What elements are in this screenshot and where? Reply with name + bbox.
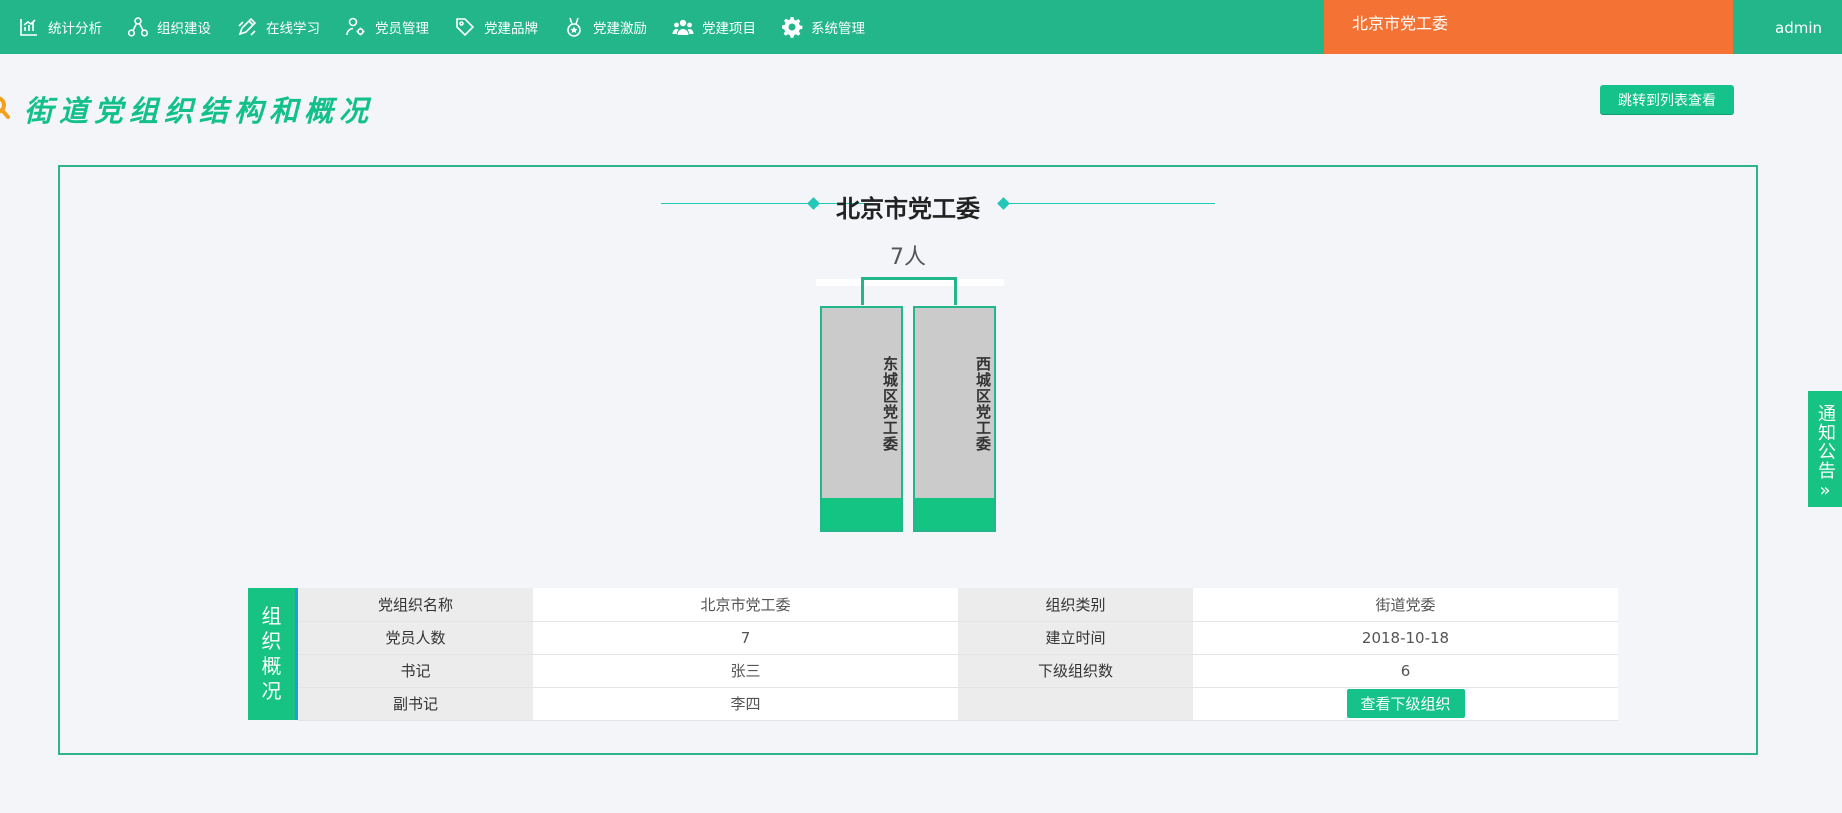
- double-chevron-right-icon: »: [1819, 480, 1831, 501]
- table-label: 建立时间: [958, 621, 1193, 655]
- table-value: 北京市党工委: [533, 588, 958, 622]
- user-name[interactable]: admin: [1775, 19, 1822, 37]
- root-org-name: 北京市党工委: [836, 195, 980, 223]
- pencil-icon: [238, 17, 257, 36]
- table-value: 街道党委: [1193, 588, 1618, 622]
- org-overview-section: 组织概况 党组织名称 北京市党工委 组织类别 街道党委 党员人数 7 建立时间 …: [248, 588, 1618, 721]
- nav-label: 党建激励: [593, 21, 647, 37]
- nav-label: 党员管理: [375, 21, 429, 37]
- child-org-dongcheng[interactable]: 东城区党工委: [820, 306, 903, 532]
- current-org-tab[interactable]: 北京市党工委: [1324, 0, 1733, 54]
- nav-label: 组织建设: [157, 21, 211, 37]
- table-label: 党员人数: [298, 621, 533, 655]
- child-org-footer: [915, 498, 994, 530]
- org-overview-label-text: 组织概况: [261, 604, 282, 703]
- top-navigation-bar: 统计分析 组织建设 在线学习 党员管理 党建品牌: [0, 0, 1842, 54]
- table-label: 副书记: [298, 687, 533, 721]
- table-row: 党员人数 7 建立时间 2018-10-18: [298, 621, 1618, 655]
- title-decoration-line-left: [661, 203, 873, 204]
- nav-item-party-brand[interactable]: 党建品牌: [454, 16, 538, 38]
- child-org-footer: [822, 498, 901, 530]
- view-sub-orgs-button[interactable]: 查看下级组织: [1346, 689, 1465, 718]
- notice-label: 通知公告: [1815, 404, 1836, 480]
- nav-label: 在线学习: [266, 21, 320, 37]
- org-structure-panel: 北京市党工委 7人 东城区党工委 西城区党工委 组织概况 党组织名称 北京市党工…: [58, 165, 1758, 755]
- gear-icon: [782, 17, 803, 38]
- nav-label: 统计分析: [48, 21, 102, 37]
- nav-label: 党建项目: [702, 21, 756, 37]
- table-label: 组织类别: [958, 588, 1193, 622]
- child-org-name: 东城区党工委: [881, 356, 899, 452]
- nav-item-statistics[interactable]: 统计分析: [18, 16, 102, 38]
- nav-item-party-project[interactable]: 党建项目: [672, 16, 756, 38]
- medal-icon: [567, 17, 581, 37]
- root-member-count: 7人: [890, 245, 926, 270]
- nav-item-org-building[interactable]: 组织建设: [127, 16, 211, 38]
- tree-connector-left: [861, 277, 864, 305]
- tree-connector-bar: [816, 279, 1004, 286]
- table-value: 2018-10-18: [1193, 621, 1618, 655]
- search-icon: [0, 96, 10, 119]
- notice-tab[interactable]: 通知公告 »: [1808, 391, 1842, 507]
- tree-connector-top: [861, 277, 957, 280]
- child-org-xicheng[interactable]: 西城区党工委: [913, 306, 996, 532]
- tag-icon: [456, 18, 475, 37]
- child-org-name: 西城区党工委: [974, 356, 992, 452]
- table-row: 副书记 李四 查看下级组织: [298, 687, 1618, 721]
- org-overview-label: 组织概况: [248, 588, 298, 720]
- tree-connector-right: [954, 277, 957, 305]
- table-label: 下级组织数: [958, 654, 1193, 688]
- table-value: 7: [533, 621, 958, 655]
- table-label: [958, 687, 1193, 721]
- org-tree-icon: [127, 17, 149, 37]
- table-row: 书记 张三 下级组织数 6: [298, 654, 1618, 688]
- user-settings-icon: [346, 17, 365, 36]
- table-value: 查看下级组织: [1193, 687, 1618, 721]
- title-decoration-line-right: [1007, 203, 1215, 204]
- table-row: 党组织名称 北京市党工委 组织类别 街道党委: [298, 588, 1618, 622]
- bar-chart-icon: [20, 19, 37, 36]
- org-overview-table: 党组织名称 北京市党工委 组织类别 街道党委 党员人数 7 建立时间 2018-…: [298, 588, 1618, 721]
- table-label: 党组织名称: [298, 588, 533, 622]
- nav-item-online-learning[interactable]: 在线学习: [236, 16, 320, 38]
- group-icon: [672, 19, 694, 35]
- jump-to-list-button[interactable]: 跳转到列表查看: [1600, 85, 1734, 114]
- page-title: 街道党组织结构和概况: [24, 94, 375, 128]
- main-nav: 统计分析 组织建设 在线学习 党员管理 党建品牌: [0, 0, 890, 54]
- nav-label: 系统管理: [811, 21, 865, 37]
- table-label: 书记: [298, 654, 533, 688]
- nav-item-system-management[interactable]: 系统管理: [781, 16, 865, 38]
- nav-item-member-management[interactable]: 党员管理: [345, 16, 429, 38]
- nav-label: 党建品牌: [484, 21, 538, 37]
- table-value: 张三: [533, 654, 958, 688]
- table-value: 李四: [533, 687, 958, 721]
- table-value: 6: [1193, 654, 1618, 688]
- nav-item-party-incentive[interactable]: 党建激励: [563, 16, 647, 38]
